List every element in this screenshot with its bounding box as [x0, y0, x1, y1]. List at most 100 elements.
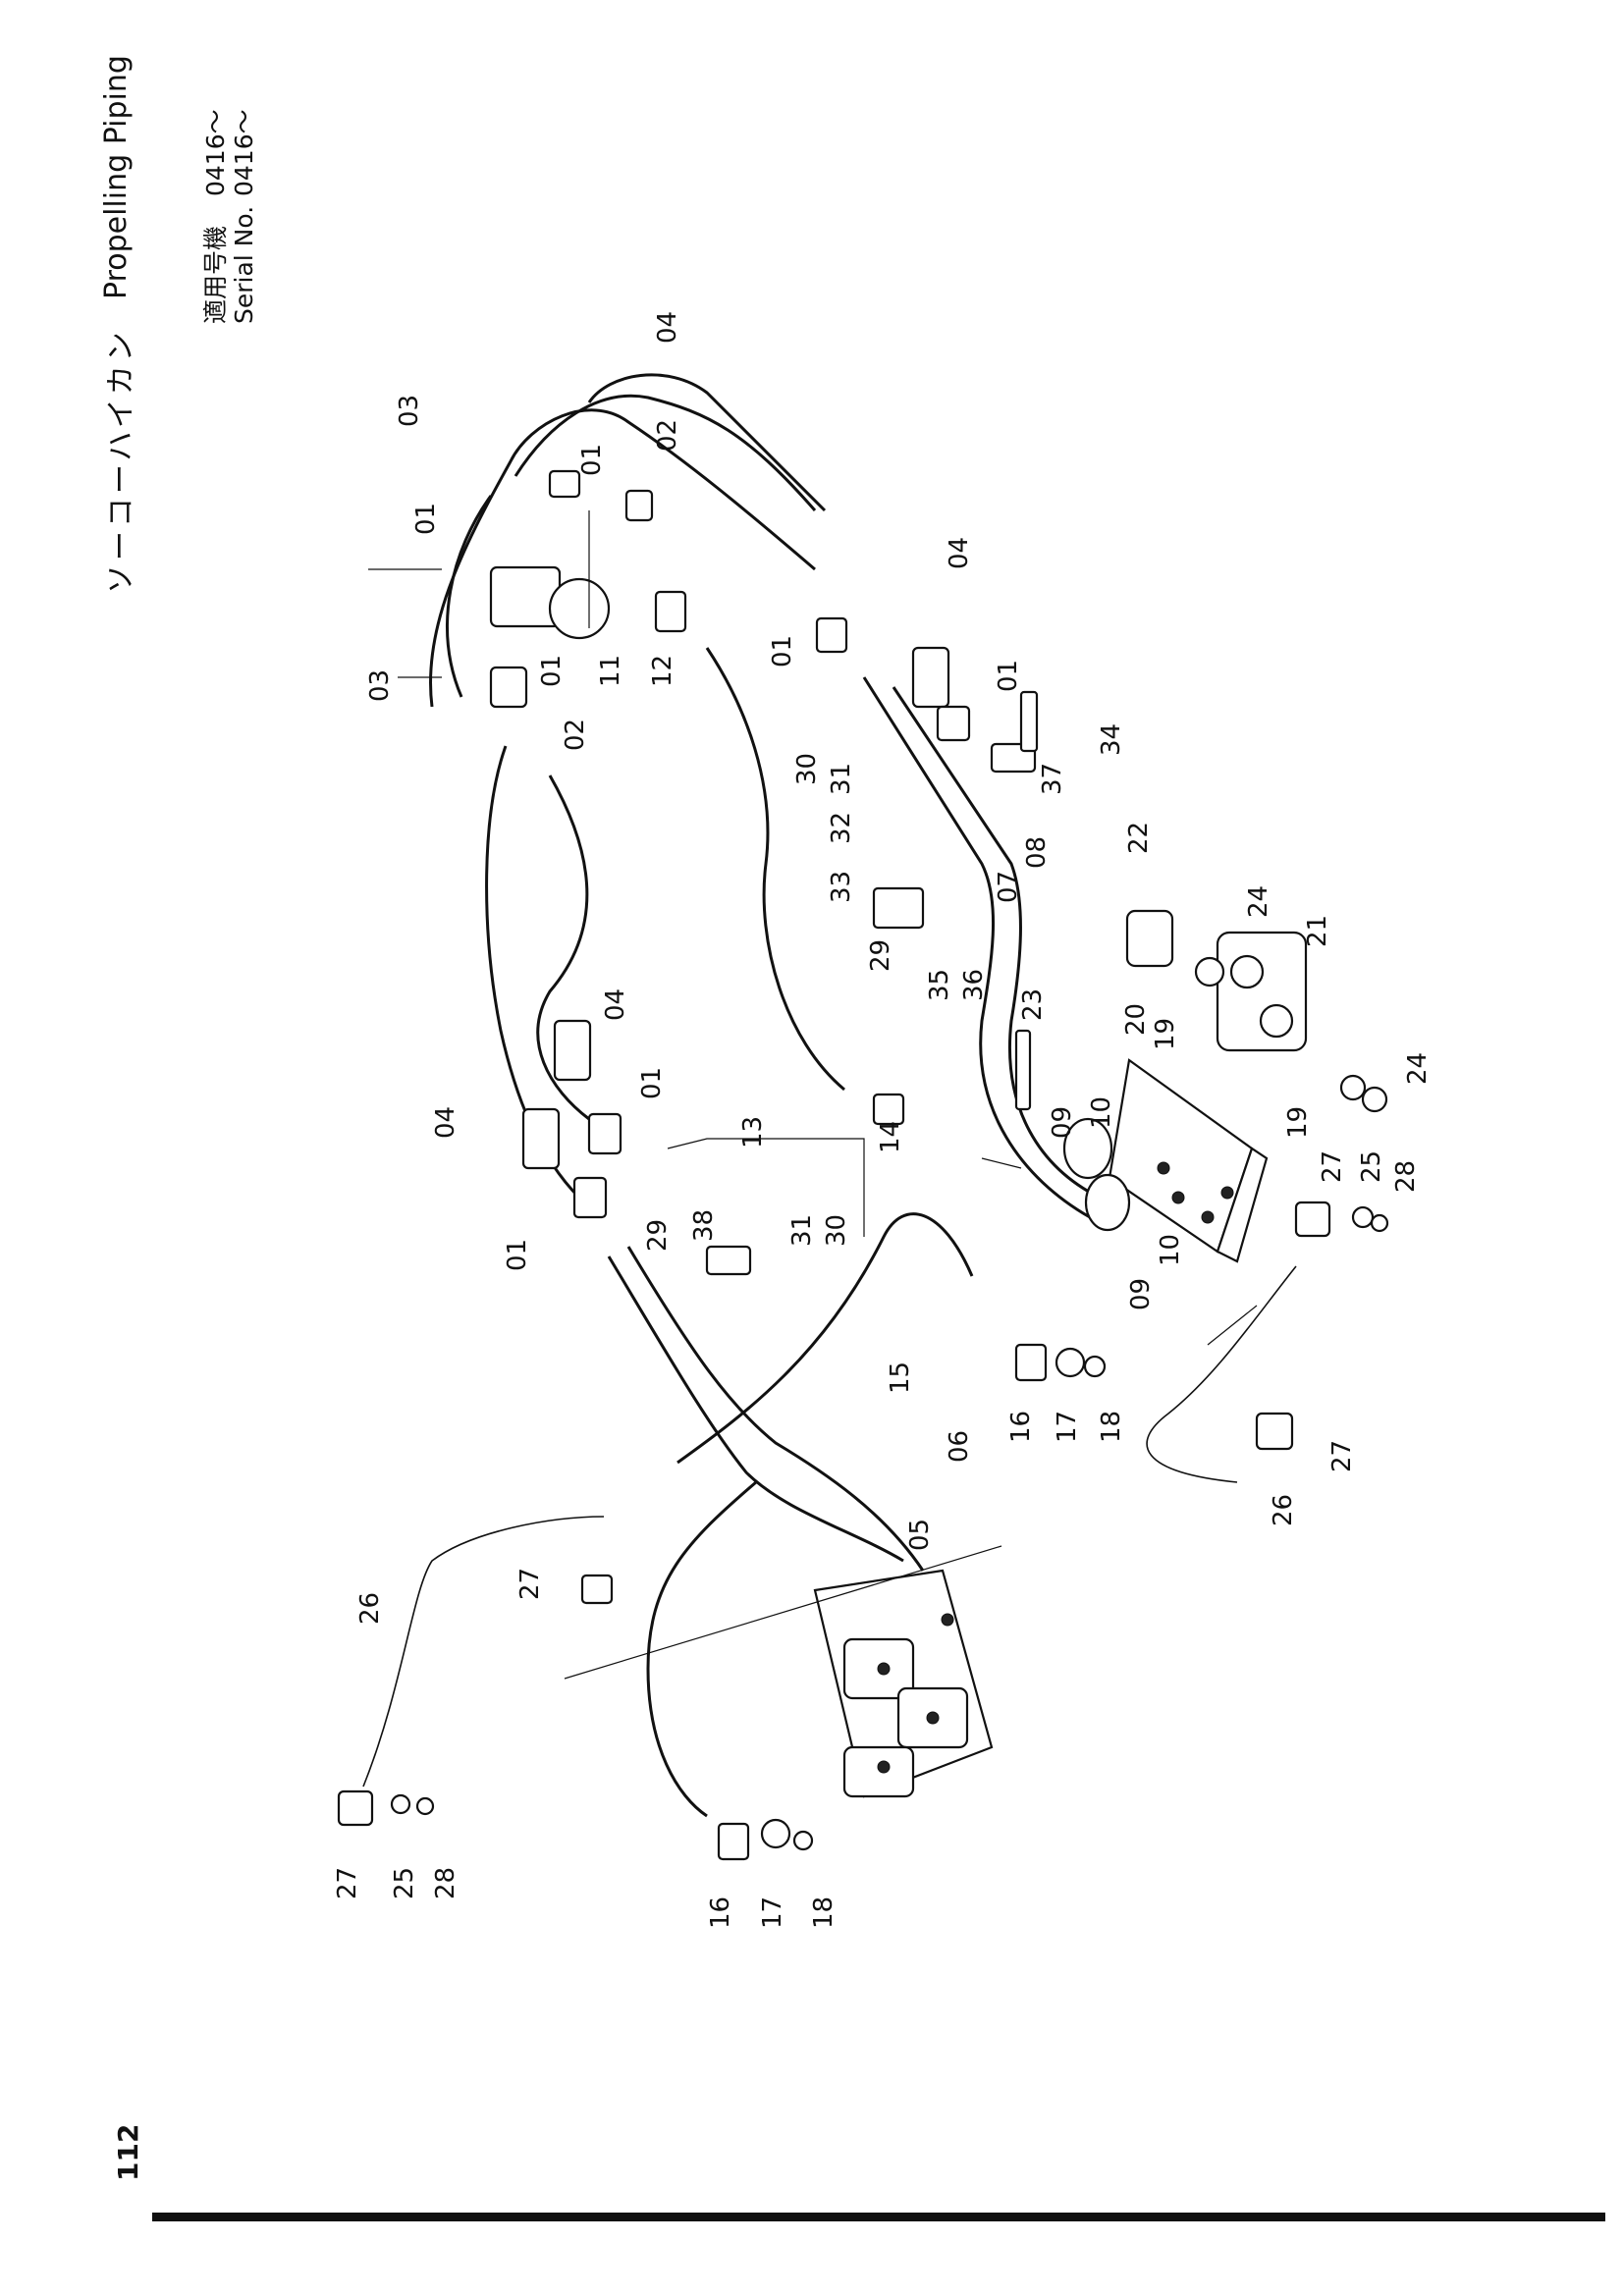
fitting-28-right: [1370, 1213, 1389, 1233]
fitting-28-left: [415, 1796, 435, 1816]
callout-30-a: 30: [792, 753, 822, 785]
callout-15: 15: [886, 1362, 915, 1394]
fitting-02-a: [624, 489, 654, 522]
callout-25-right: 25: [1357, 1150, 1386, 1183]
tube-07: [862, 676, 1091, 1219]
callout-10-bottom: 10: [1156, 1234, 1185, 1266]
part-callouts: 03 01 03 01 02 11 12 01 02 04 01 04 01 3…: [333, 311, 1433, 1929]
callout-02-top: 02: [653, 419, 682, 452]
callout-27-right: 27: [1318, 1150, 1347, 1183]
callout-24-top: 24: [1244, 885, 1273, 918]
page-number: 112: [112, 2123, 144, 2181]
fitting-18-bottom: [792, 1830, 814, 1851]
fitting-25-left: [390, 1793, 411, 1815]
callout-01-mid-left: 01: [637, 1067, 667, 1099]
valve-block-left: [813, 1569, 994, 1798]
callout-21: 21: [1303, 915, 1332, 947]
tube-26-right: [1146, 1265, 1297, 1483]
callout-19-bottom: 19: [1283, 1106, 1313, 1139]
callout-17-bottom: 17: [758, 1896, 787, 1929]
fitting-18: [1083, 1355, 1107, 1378]
callout-11: 11: [596, 655, 625, 687]
fitting-17: [1055, 1347, 1086, 1378]
callout-26-right: 26: [1269, 1494, 1298, 1526]
fitting-block-top: [489, 565, 562, 628]
flange-10: [1062, 1117, 1113, 1180]
fitting-01-a: [548, 469, 581, 499]
oring-24-b: [1339, 1074, 1367, 1101]
fitting-27-right: [1294, 1201, 1331, 1238]
hose-02-left: [446, 495, 493, 698]
callout-04-mid: 04: [601, 988, 630, 1021]
plug-22: [1125, 909, 1174, 968]
callout-27-left-top: 27: [515, 1568, 545, 1600]
callout-31-a: 31: [827, 763, 856, 795]
callout-05: 05: [905, 1519, 935, 1551]
callout-13: 13: [738, 1116, 768, 1148]
fitting-16-bottom: [717, 1822, 750, 1861]
callout-06: 06: [945, 1430, 974, 1463]
fitting-16: [1014, 1343, 1048, 1382]
fitting-04-mid: [553, 1019, 592, 1082]
callout-01-right: 01: [994, 660, 1023, 692]
tube-26-left: [362, 1516, 605, 1788]
callout-03-mid: 03: [365, 669, 395, 702]
callout-09-top: 09: [1048, 1106, 1077, 1139]
callout-12: 12: [648, 655, 677, 687]
fitting-04-left: [521, 1107, 561, 1170]
callout-31-b: 31: [787, 1214, 817, 1247]
fitting-27-lower: [1255, 1412, 1294, 1451]
callout-27-lower: 27: [1327, 1440, 1357, 1472]
callout-29-b: 29: [643, 1219, 673, 1252]
callout-16-bottom: 16: [706, 1896, 735, 1929]
callout-34: 34: [1097, 723, 1126, 756]
fitting-04-right: [911, 646, 950, 709]
block-21: [1216, 931, 1308, 1052]
callout-02-mid: 02: [561, 719, 590, 751]
tube-16-bottom: [646, 1480, 757, 1818]
callout-09-bottom: 09: [1126, 1278, 1156, 1310]
callout-18-mid: 18: [1097, 1411, 1126, 1443]
tube-08: [892, 686, 1101, 1200]
callout-20: 20: [1121, 1003, 1151, 1036]
callout-04-left: 04: [431, 1106, 460, 1139]
callout-29-a: 29: [866, 939, 895, 972]
fitting-03-b: [489, 666, 528, 709]
bolt-34: [1019, 690, 1039, 753]
callout-32: 32: [827, 812, 856, 844]
callout-38: 38: [689, 1209, 719, 1242]
fitting-01-d: [936, 705, 971, 742]
callout-14: 14: [876, 1121, 905, 1153]
fittings: [337, 469, 1389, 1861]
tube-05: [607, 1255, 904, 1563]
callout-08: 08: [1022, 836, 1052, 869]
tube-15: [676, 1212, 974, 1465]
callout-01-mid: 01: [537, 655, 567, 687]
callout-10-top: 10: [1087, 1096, 1116, 1129]
callout-17-mid: 17: [1053, 1411, 1082, 1443]
callout-30-b: 30: [822, 1214, 851, 1247]
oring-24-c: [1361, 1086, 1388, 1113]
fitting-14: [872, 1093, 905, 1126]
callout-03-top: 03: [395, 395, 424, 427]
callout-33: 33: [827, 871, 856, 903]
tube-06: [626, 1246, 925, 1572]
hose-13: [705, 647, 845, 1092]
callout-36: 36: [959, 969, 989, 1001]
fitting-25-right: [1351, 1205, 1375, 1229]
callout-01-top: 01: [411, 503, 441, 535]
oring-24-a: [1194, 956, 1225, 988]
hose-04-mid: [536, 774, 590, 1121]
callout-19-top: 19: [1151, 1018, 1180, 1050]
bolt-23: [1014, 1029, 1032, 1111]
fitting-01-c: [815, 616, 848, 654]
callout-18-bottom: 18: [809, 1896, 839, 1929]
fitting-12: [654, 590, 687, 633]
hoses: [362, 373, 1297, 1818]
fitting-27-left-bottom: [337, 1789, 374, 1827]
callout-04-right: 04: [945, 537, 974, 569]
callout-04-top: 04: [653, 311, 682, 344]
fitting-01-e: [572, 1176, 608, 1219]
callout-01-top2: 01: [577, 444, 607, 476]
